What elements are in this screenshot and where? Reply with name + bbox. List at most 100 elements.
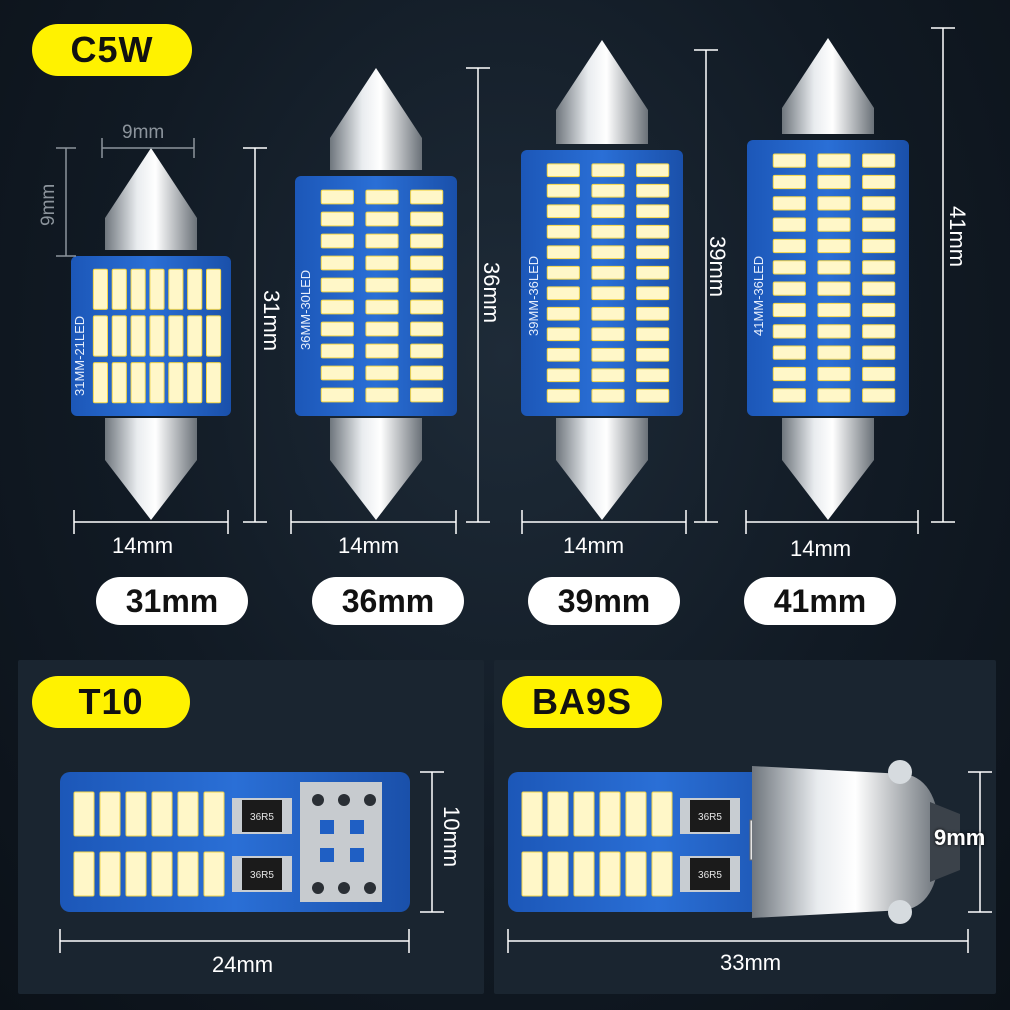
pad-gap	[320, 848, 334, 862]
led-chip	[320, 365, 354, 381]
led-chip	[546, 347, 580, 362]
led-chip	[591, 347, 625, 362]
ba9s-bulb: 36R536R5LE31	[508, 760, 960, 924]
led-chip	[651, 851, 673, 897]
top-metal-cap	[782, 38, 874, 134]
festoon-bulb-36mm	[295, 68, 457, 520]
led-chip	[862, 260, 896, 275]
led-chip	[636, 265, 670, 280]
led-chip	[772, 153, 806, 168]
led-chip	[320, 211, 354, 227]
bottom-metal-cap	[782, 418, 874, 520]
led-chip	[320, 387, 354, 403]
led-chip	[320, 343, 354, 359]
led-chip	[817, 174, 851, 190]
bottom-metal-cap	[330, 418, 422, 520]
led-chip	[772, 388, 806, 403]
led-chip	[410, 189, 444, 205]
led-chip	[625, 851, 647, 897]
led-chip	[636, 306, 670, 321]
led-chip	[410, 255, 444, 271]
resistor	[690, 858, 730, 890]
led-chip	[111, 315, 127, 357]
led-chip	[636, 183, 670, 198]
led-chip	[73, 851, 95, 897]
resistor	[242, 800, 282, 832]
led-chip	[365, 233, 399, 249]
led-chip	[636, 368, 670, 383]
led-chip	[365, 211, 399, 227]
led-chip	[365, 321, 399, 337]
led-chip	[99, 791, 121, 837]
led-chip	[772, 324, 806, 339]
led-chip	[92, 268, 108, 310]
led-chip	[547, 851, 569, 897]
led-chip	[125, 791, 147, 837]
height-label-36: 36mm	[479, 262, 504, 324]
ba9s-base-label: 9mm	[934, 825, 986, 850]
led-chip	[410, 321, 444, 337]
led-chip	[111, 268, 127, 310]
size-pill-36mm: 36mm	[312, 577, 464, 625]
size-pill-39mm: 39mm	[528, 577, 680, 625]
led-chip	[99, 851, 121, 897]
led-chip	[410, 233, 444, 249]
led-chip	[410, 277, 444, 293]
width-label-41: 14mm	[790, 536, 852, 561]
led-chip	[410, 299, 444, 315]
top-metal-cap	[556, 40, 648, 144]
led-chip	[130, 315, 146, 357]
led-chip	[591, 327, 625, 342]
cap-width-label: 9mm	[122, 122, 165, 143]
led-chip	[636, 224, 670, 239]
pcb-text-41: 41MM-36LED	[751, 255, 766, 336]
led-chip	[187, 315, 203, 357]
led-chip	[130, 268, 146, 310]
led-chip	[772, 345, 806, 360]
led-chip	[591, 286, 625, 301]
led-chip	[73, 791, 95, 837]
led-chip	[862, 324, 896, 339]
led-chip	[365, 343, 399, 359]
bottom-metal-cap	[556, 418, 648, 520]
resistor	[242, 858, 282, 890]
led-chip	[177, 851, 199, 897]
led-chip	[410, 387, 444, 403]
led-chip	[410, 365, 444, 381]
led-chip	[862, 302, 896, 318]
size-pill-41mm: 41mm	[744, 577, 896, 625]
led-chip	[320, 255, 354, 271]
led-chip	[862, 388, 896, 403]
c5w-title-badge: C5W	[32, 24, 192, 76]
led-chip	[817, 196, 851, 211]
bottom-metal-cap	[105, 418, 197, 520]
base-tip	[930, 802, 960, 882]
led-chip	[546, 388, 580, 403]
led-chip	[817, 366, 851, 382]
led-chip	[636, 347, 670, 362]
bayonet-pin-top	[888, 760, 912, 784]
led-chip	[546, 204, 580, 219]
width-label-36: 14mm	[338, 533, 400, 558]
led-chip	[168, 362, 184, 404]
festoon-bulb-41mm	[747, 38, 909, 520]
led-chip	[573, 791, 595, 837]
resistor-label: 36R5	[698, 870, 722, 881]
led-chip	[177, 791, 199, 837]
led-chip	[772, 281, 806, 296]
led-chip	[591, 163, 625, 178]
top-metal-cap	[330, 68, 422, 170]
led-chip	[92, 315, 108, 357]
led-chip	[546, 265, 580, 280]
led-chip	[772, 366, 806, 382]
led-chip	[817, 324, 851, 339]
led-chip	[206, 315, 222, 357]
led-chip	[410, 343, 444, 359]
led-chip	[149, 268, 165, 310]
height-label-39: 39mm	[705, 236, 730, 298]
led-chip	[591, 265, 625, 280]
led-chip	[365, 255, 399, 271]
ba9s-title-badge: BA9S	[502, 676, 662, 728]
led-chip	[862, 366, 896, 382]
led-chip	[862, 196, 896, 211]
